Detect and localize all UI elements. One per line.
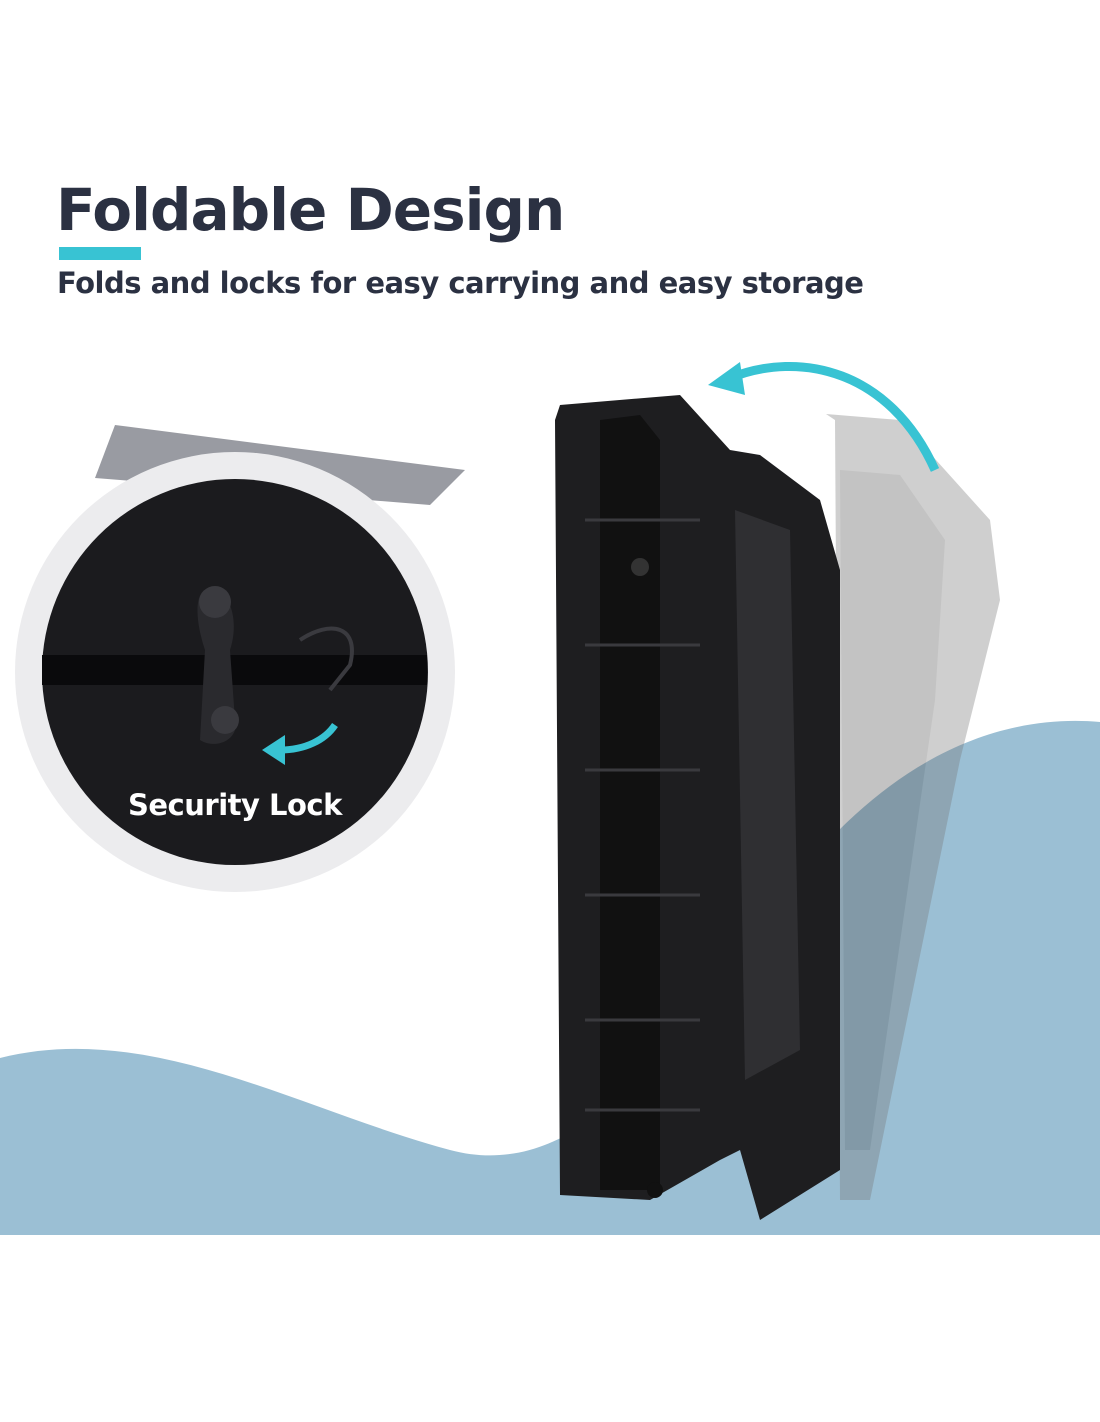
folded-step [555, 395, 840, 1220]
faded-folding-panel [826, 414, 1000, 1200]
fold-arrow-icon [728, 362, 940, 472]
security-lock-closeup [42, 586, 427, 765]
page-title: Foldable Design [56, 176, 565, 244]
hinge-icon [647, 1182, 663, 1198]
lock-latch-icon [631, 558, 649, 576]
title-accent-bar [59, 247, 141, 260]
fold-arrowhead-icon [708, 362, 745, 395]
security-lock-label: Security Lock [128, 788, 342, 822]
lock-arrow-icon [279, 722, 338, 754]
page-subtitle: Folds and locks for easy carrying and ea… [57, 266, 864, 300]
